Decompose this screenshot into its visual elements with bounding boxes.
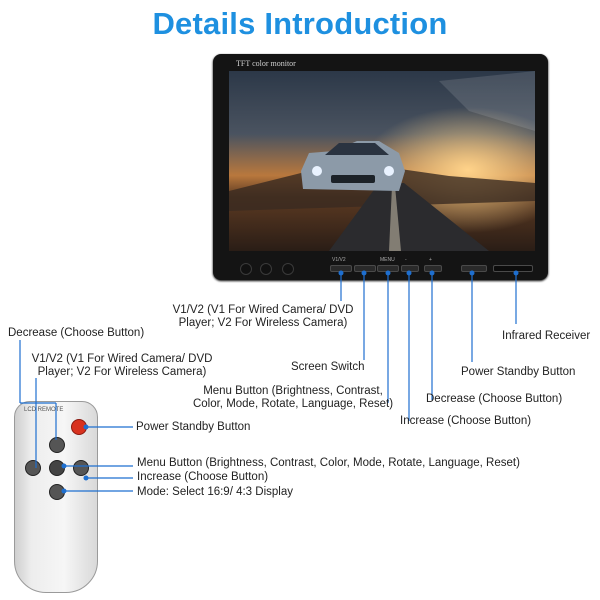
label-v1v2-monitor-line2: Player; V2 For Wireless Camera) [178,317,348,329]
page-title: Details Introduction [152,6,448,41]
label-v1v2-monitor: V1/V2 (V1 For Wired Camera/ DVD Player; … [168,304,358,330]
label-menu-monitor-line2: Color, Mode, Rotate, Language, Reset) [192,398,394,410]
label-menu-remote: Menu Button (Brightness, Contrast, Color… [137,457,520,469]
label-menu-monitor-line1: Menu Button (Brightness, Contrast, [203,385,383,397]
monitor-mark-menu: MENU [380,257,395,263]
remote-decrease-button[interactable] [49,437,65,453]
monitor-brand-text: TFT color monitor [236,59,296,68]
monitor-mark-v1v2: V1/V2 [332,257,346,263]
label-increase-monitor: Increase (Choose Button) [400,415,532,427]
label-v1v2-remote-line1: V1/V2 (V1 For Wired Camera/ DVD [31,353,213,365]
label-v1v2-remote: V1/V2 (V1 For Wired Camera/ DVD Player; … [22,353,222,379]
label-decrease-monitor: Decrease (Choose Button) [426,393,563,405]
label-power-standby-monitor: Power Standby Button [461,366,576,378]
label-menu-monitor: Menu Button (Brightness, Contrast, Color… [188,385,398,411]
monitor-mark-minus: - [405,257,407,263]
remote-v1v2-button[interactable] [25,460,41,476]
car-on-road-image [229,71,535,251]
label-v1v2-monitor-line1: V1/V2 (V1 For Wired Camera/ DVD [172,304,354,316]
monitor-knob-1 [240,263,252,275]
remote-brand-text: LCD REMOTE [24,407,64,413]
label-screen-switch: Screen Switch [291,361,365,373]
label-v1v2-remote-line2: Player; V2 For Wireless Camera) [37,366,207,378]
monitor-infrared-receiver [493,265,533,272]
monitor-knob-2 [260,263,272,275]
monitor-knob-3 [282,263,294,275]
monitor-mark-plus: + [429,257,432,263]
monitor-screen-image [229,71,535,251]
label-power-standby-remote: Power Standby Button [136,421,251,433]
label-increase-remote: Increase (Choose Button) [137,471,269,483]
remote-increase-button[interactable] [73,460,89,476]
label-decrease-remote: Decrease (Choose Button) [8,327,145,339]
label-infrared-receiver: Infrared Receiver [502,330,591,342]
label-mode-remote: Mode: Select 16:9/ 4:3 Display [137,486,293,498]
